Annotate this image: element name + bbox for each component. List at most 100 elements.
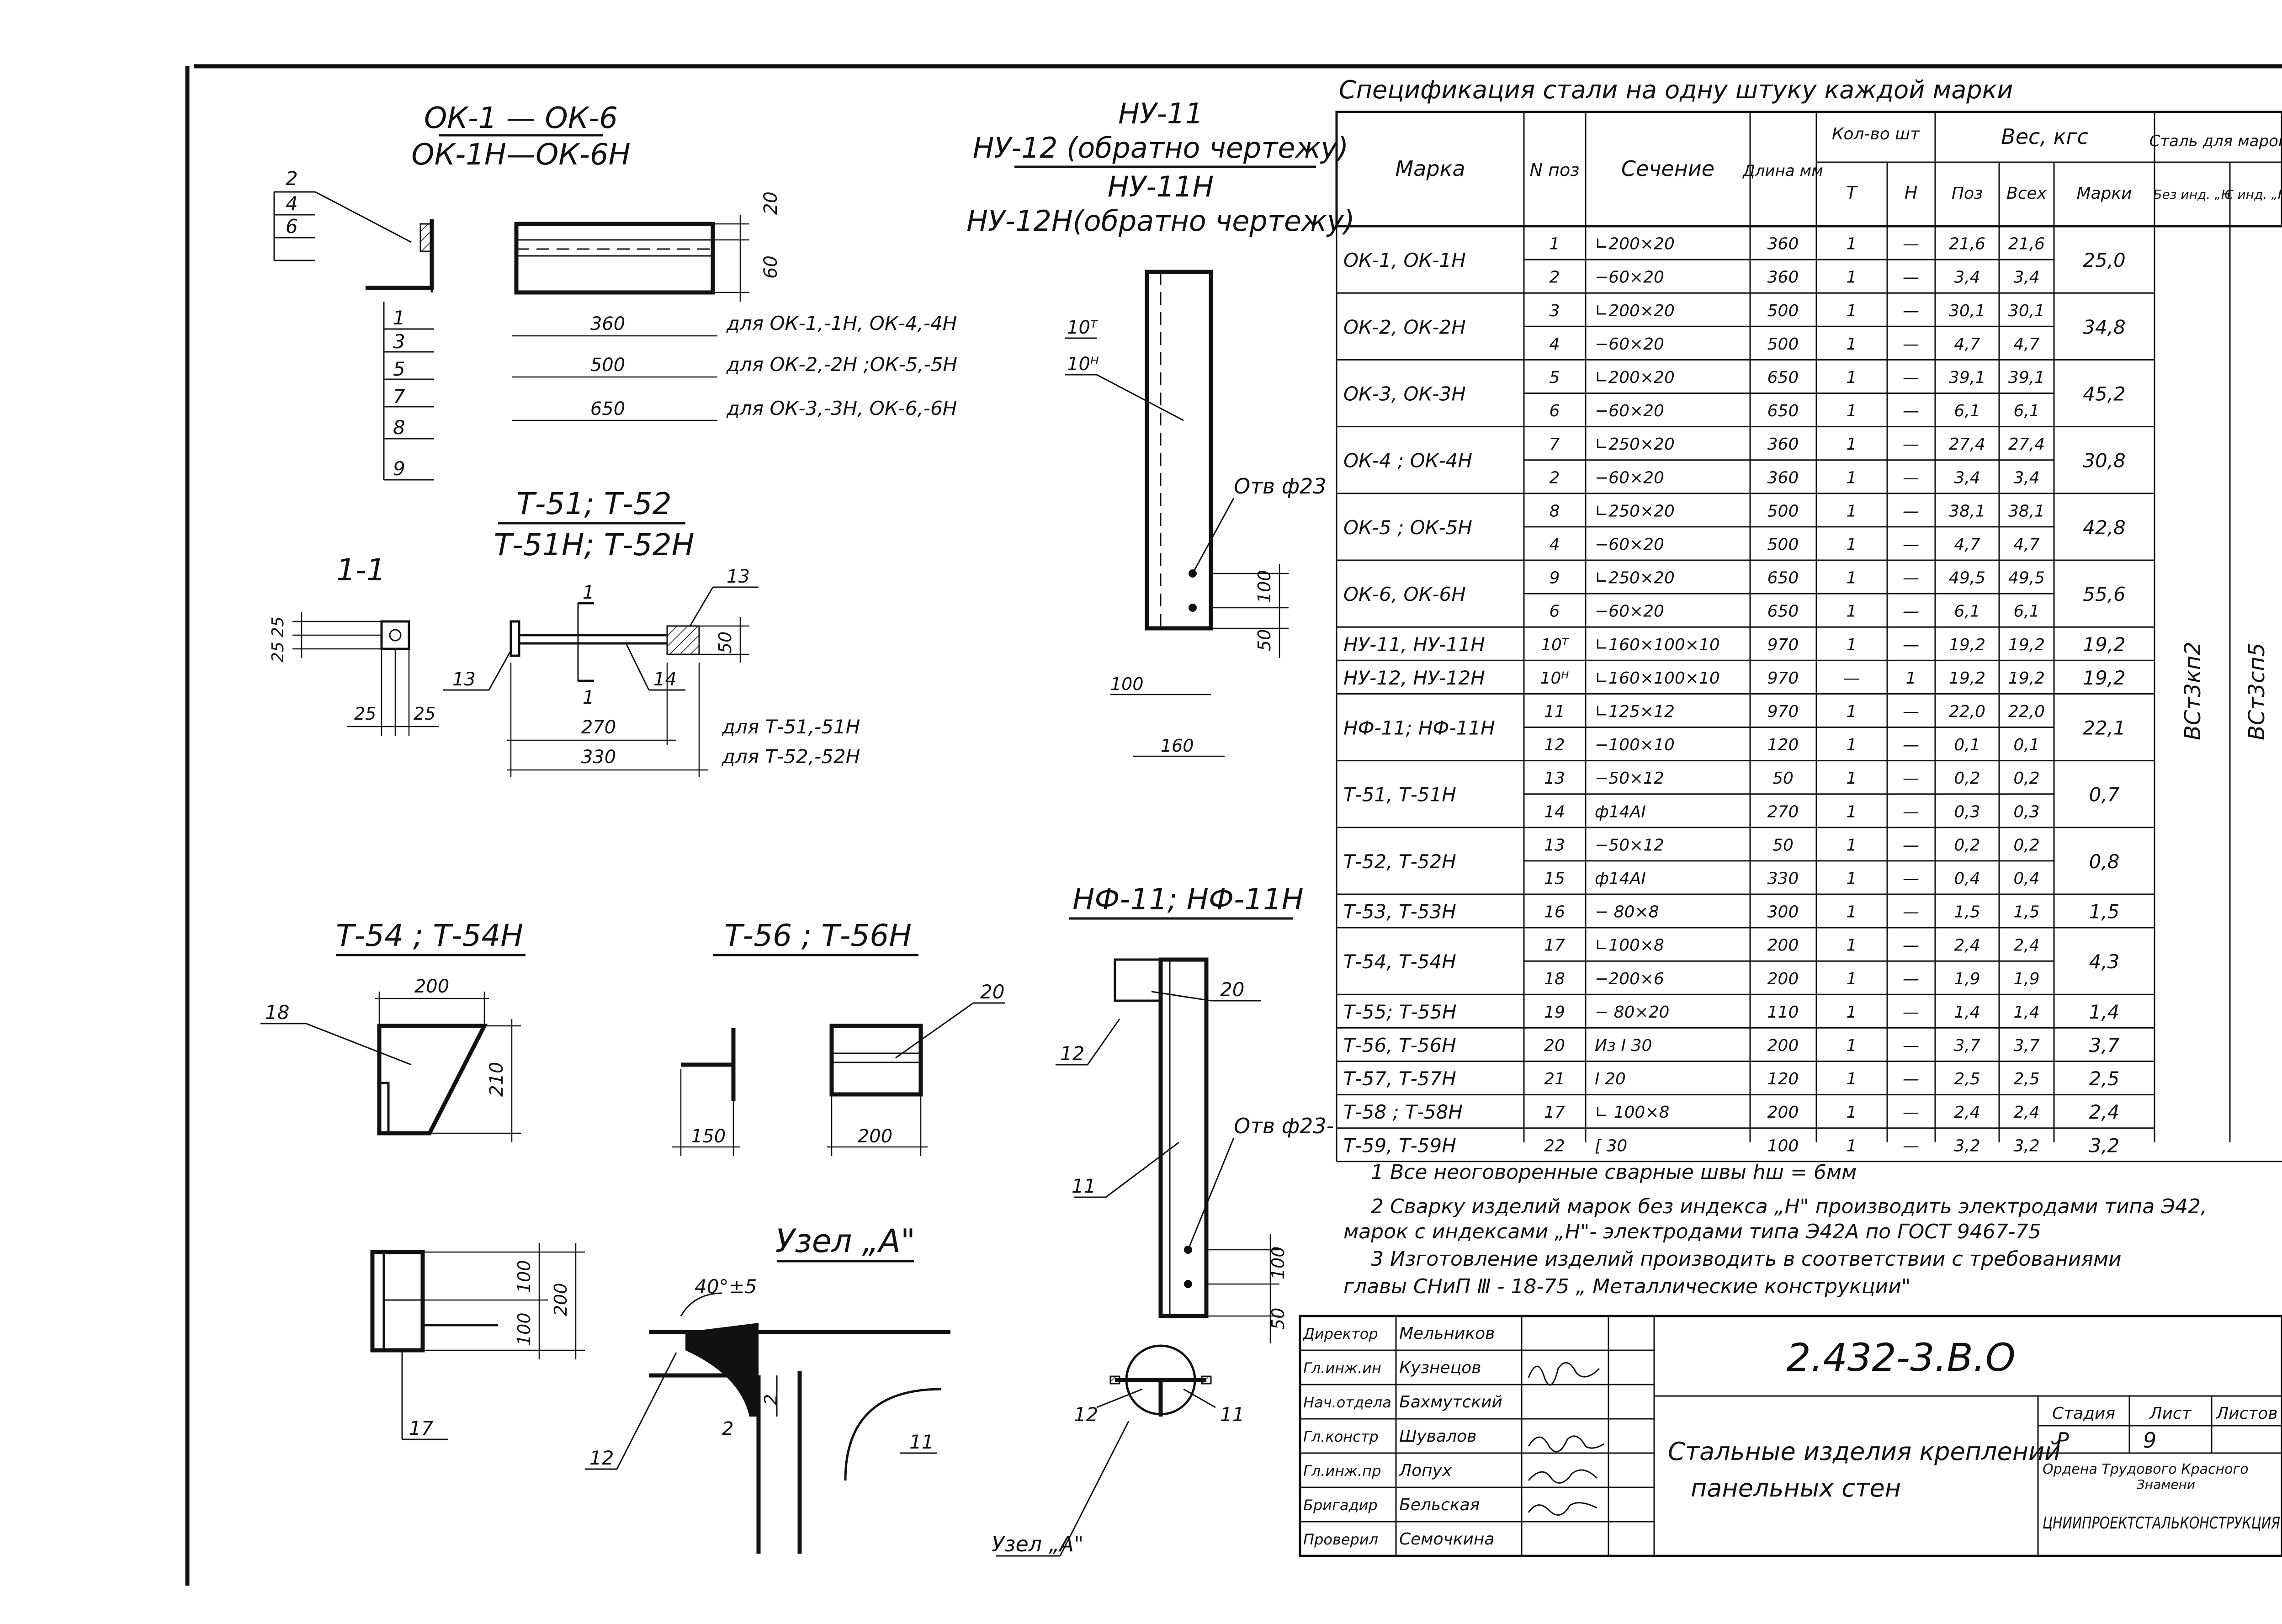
spec-mark-weight: 22,1 bbox=[2083, 717, 2126, 739]
spec-pos: 13 bbox=[1544, 769, 1565, 788]
t51-section-label: 1-1 bbox=[336, 552, 386, 588]
spec-qty-h: — bbox=[1903, 802, 1919, 821]
spec-qty-t: 1 bbox=[1847, 936, 1857, 955]
spec-h-mark: Марка bbox=[1395, 156, 1465, 181]
spec-pos: 17 bbox=[1544, 1103, 1565, 1122]
nf-title: НФ-11; НФ-11Н bbox=[1072, 883, 1304, 917]
spec-section: −60×20 bbox=[1595, 268, 1664, 287]
ok-dim-60: 60 bbox=[760, 255, 781, 279]
spec-mark: ОК-3, ОК-3Н bbox=[1343, 383, 1466, 405]
spec-weight-all: 30,1 bbox=[2008, 302, 2045, 320]
ok-angle-section bbox=[366, 219, 434, 292]
t51-dim-25d: 25 bbox=[414, 704, 435, 724]
spec-length: 120 bbox=[1767, 736, 1799, 754]
spec-section: −100×10 bbox=[1595, 736, 1675, 754]
spec-weight-pos: 30,1 bbox=[1949, 302, 1985, 320]
nf-node-pos-11: 11 bbox=[1220, 1403, 1244, 1426]
spec-pos: 19 bbox=[1544, 1003, 1565, 1022]
spec-qty-h: — bbox=[1903, 636, 1919, 654]
spec-h-w-pos: Поз bbox=[1952, 184, 1983, 203]
spec-h-steel: Сталь для марок bbox=[2149, 132, 2282, 150]
spec-qty-t: 1 bbox=[1847, 636, 1857, 654]
spec-pos: 6 bbox=[1550, 402, 1560, 420]
spec-qty-t: 1 bbox=[1847, 702, 1857, 721]
ny-dim-100b: 100 bbox=[1110, 674, 1144, 694]
spec-qty-h: — bbox=[1903, 1036, 1919, 1055]
spec-weight-pos: 3,4 bbox=[1954, 468, 1980, 487]
spec-section: −200×6 bbox=[1595, 970, 1664, 988]
spec-weight-pos: 3,2 bbox=[1954, 1136, 1980, 1155]
spec-weight-all: 1,5 bbox=[2013, 903, 2039, 922]
spec-length: 500 bbox=[1767, 302, 1799, 320]
spec-weight-all: 3,7 bbox=[2013, 1036, 2039, 1055]
spec-mark-weight: 19,2 bbox=[2083, 633, 2126, 656]
nf-pos-11: 11 bbox=[1072, 1175, 1096, 1197]
spec-qty-t: 1 bbox=[1847, 602, 1857, 621]
spec-steel-no-h: ВСт3кп2 bbox=[2180, 642, 2206, 740]
spec-pos: 4 bbox=[1550, 535, 1560, 554]
spec-weight-pos: 2,4 bbox=[1954, 1103, 1980, 1122]
spec-mark: НФ-11; НФ-11Н bbox=[1343, 717, 1495, 739]
spec-weight-pos: 6,1 bbox=[1954, 402, 1980, 420]
t56-pos-20: 20 bbox=[980, 981, 1004, 1003]
spec-qty-h: — bbox=[1903, 602, 1919, 621]
ny-elevation: 10ᵀ 10ᴴ Отв ф23 100 50 100 160 bbox=[1065, 270, 1327, 757]
t51-section-view: 25 25 25 25 bbox=[269, 612, 439, 736]
spec-mark: Т-56, Т-56Н bbox=[1343, 1034, 1456, 1056]
ok-length-360: 360 bbox=[590, 313, 625, 334]
detail-t57: 100 100 200 17 bbox=[370, 1243, 585, 1440]
spec-pos: 5 bbox=[1550, 368, 1560, 387]
spec-qty-t: 1 bbox=[1847, 869, 1857, 888]
note-line: 2 Сварку изделий марок без индекса „Н" п… bbox=[1371, 1195, 2207, 1218]
spec-pos: 7 bbox=[1550, 435, 1560, 454]
spec-qty-h: — bbox=[1903, 1136, 1919, 1155]
nf-dim-100: 100 bbox=[1268, 1246, 1288, 1279]
spec-mark-weight: 2,4 bbox=[2089, 1101, 2120, 1123]
spec-weight-pos: 39,1 bbox=[1949, 368, 1985, 387]
stamp-name: Шувалов bbox=[1399, 1427, 1476, 1446]
note-line: 1 Все неоговоренные сварные швы hш = 6мм bbox=[1371, 1161, 1857, 1184]
spec-section: ∟250×20 bbox=[1595, 502, 1675, 520]
spec-qty-t: 1 bbox=[1847, 435, 1857, 454]
spec-qty-t: 1 bbox=[1847, 802, 1857, 821]
spec-section: ∟200×20 bbox=[1595, 368, 1675, 387]
node-dim-2b: 2 bbox=[722, 1418, 733, 1439]
spec-weight-all: 0,4 bbox=[2013, 869, 2039, 888]
spec-qty-h: — bbox=[1903, 402, 1919, 420]
spec-qty-t: 1 bbox=[1847, 1036, 1857, 1055]
spec-weight-pos: 2,5 bbox=[1954, 1070, 1980, 1088]
ny-pos-t: 10ᵀ bbox=[1067, 317, 1099, 338]
org-name: ЦНИИПРОЕКТСТАЛЬКОНСТРУКЦИЯ bbox=[2043, 1514, 2280, 1533]
spec-h-steel-with-h: С инд. „Н bbox=[2224, 187, 2282, 202]
spec-pos: 12 bbox=[1544, 736, 1565, 754]
spec-section: ∟200×20 bbox=[1595, 235, 1675, 254]
ok-length-500-note: для ОК-2,-2Н ;ОК-5,-5Н bbox=[726, 353, 957, 376]
spec-mark: НУ-12, НУ-12Н bbox=[1343, 667, 1485, 689]
spec-weight-all: 2,4 bbox=[2013, 936, 2039, 955]
spec-mark: Т-58 ; Т-58Н bbox=[1343, 1101, 1463, 1123]
stamp-name: Мельников bbox=[1399, 1324, 1495, 1343]
spec-weight-all: 49,5 bbox=[2008, 569, 2045, 588]
spec-pos: 22 bbox=[1544, 1136, 1565, 1155]
spec-length: 200 bbox=[1767, 936, 1799, 955]
spec-pos: 10ᴴ bbox=[1540, 669, 1569, 688]
spec-h-qty-h: Н bbox=[1905, 183, 1918, 203]
ok-length-650-note: для ОК-3,-3Н, ОК-6,-6Н bbox=[726, 397, 957, 419]
spec-length: 970 bbox=[1767, 636, 1799, 654]
spec-pos: 14 bbox=[1544, 802, 1565, 821]
ok-length-650: 650 bbox=[590, 398, 625, 419]
detail-t51: Т-51; Т-52 Т-51Н; Т-52Н 1-1 25 25 25 25 bbox=[269, 486, 860, 777]
spec-h-qty-t: Т bbox=[1846, 183, 1858, 203]
spec-weight-pos: 3,7 bbox=[1954, 1036, 1980, 1055]
spec-length: 500 bbox=[1767, 335, 1799, 354]
spec-mark-weight: 30,8 bbox=[2083, 450, 2126, 472]
spec-mark-weight: 0,7 bbox=[2089, 784, 2120, 806]
t51-cut-top: 1 bbox=[583, 582, 594, 603]
spec-qty-t: 1 bbox=[1847, 1070, 1857, 1088]
detail-ny: НУ-11 НУ-12 (обратно чертежу) НУ-11Н НУ-… bbox=[966, 97, 1355, 757]
spec-weight-pos: 38,1 bbox=[1949, 502, 1985, 520]
spec-h-steel-no-h: Без инд. „Н bbox=[2153, 187, 2230, 202]
